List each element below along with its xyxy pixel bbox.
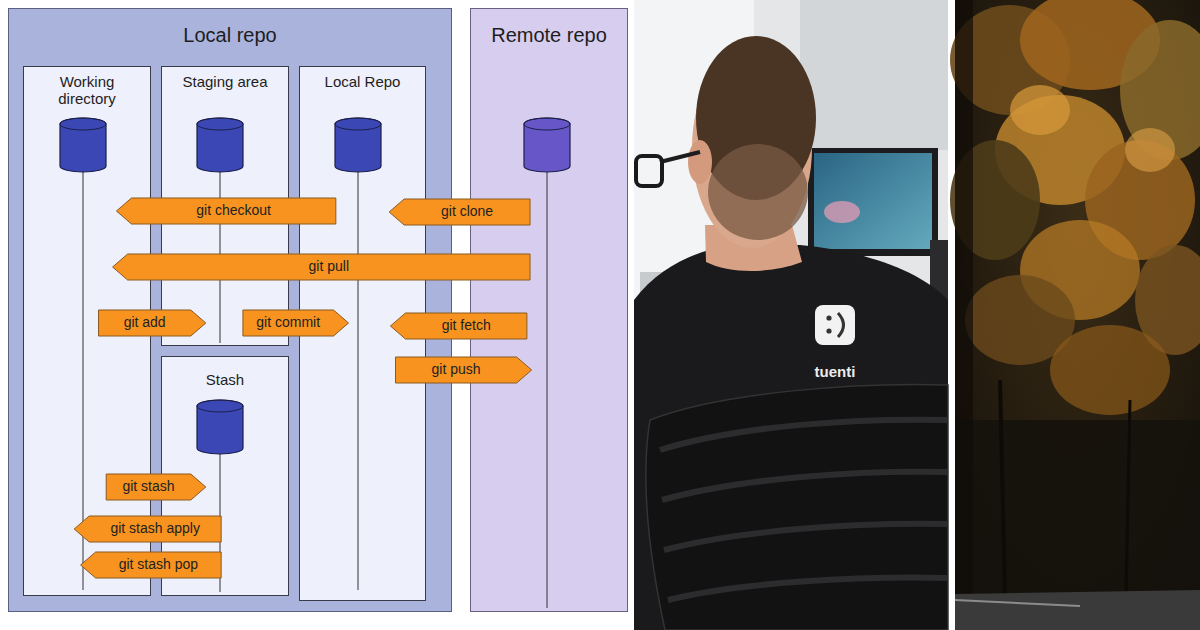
node-title: Local Repo — [305, 73, 420, 90]
second-monitor — [930, 240, 948, 350]
logo-smile — [838, 313, 844, 337]
road-edge — [955, 600, 1080, 606]
foliage — [950, 140, 1040, 260]
office-furniture — [640, 272, 700, 308]
head — [692, 48, 812, 248]
node-title: Stash — [175, 371, 275, 388]
chair-rib — [660, 420, 948, 450]
foliage — [950, 5, 1070, 115]
node-title: Working directory — [42, 73, 132, 108]
hair-fade — [708, 144, 808, 240]
node-title: Staging area — [180, 73, 270, 90]
foliage — [1120, 20, 1200, 160]
repo-group: Working directory Staging area Local RepoS… — [8, 8, 452, 612]
foliage — [965, 275, 1075, 365]
foliage — [1135, 245, 1200, 355]
logo-badge — [815, 305, 855, 345]
area-column: Stash — [161, 356, 289, 596]
foliage — [1050, 325, 1170, 415]
glasses-lens — [636, 156, 662, 186]
chair-rib — [664, 524, 948, 550]
node-title: Remote repo — [474, 24, 624, 47]
chair-rib — [668, 578, 948, 600]
node-title: Local repo — [120, 24, 340, 47]
forest-background — [955, 0, 1200, 630]
static-art — [60, 0, 1200, 630]
screen-flower — [824, 201, 860, 223]
logo-dot — [826, 315, 831, 320]
ear — [688, 140, 712, 184]
monitor-screen — [814, 153, 932, 249]
road — [955, 590, 1200, 630]
foliage — [1020, 220, 1140, 320]
tree-trunk — [1126, 400, 1130, 595]
monitor-frame — [808, 148, 938, 256]
forest-edge — [955, 0, 973, 630]
shirt-logo-text: tuenti — [790, 363, 880, 380]
foliage-highlight — [1125, 128, 1175, 172]
foliage — [1085, 140, 1195, 260]
area-column: Working directory — [23, 66, 151, 596]
foliage — [1020, 0, 1160, 90]
chair-back — [646, 384, 948, 630]
foliage — [995, 95, 1125, 205]
foliage-highlight — [1010, 85, 1070, 135]
office-window — [634, 0, 754, 300]
office-background — [634, 0, 948, 630]
office-wall — [800, 0, 948, 150]
area-column: Staging area — [161, 66, 289, 346]
neck — [705, 225, 802, 271]
hair — [696, 36, 816, 200]
forest-shadow — [955, 420, 1200, 595]
logo-dot — [826, 328, 831, 333]
repo-group: Remote repo — [470, 8, 628, 612]
black-shirt — [634, 245, 948, 630]
glasses-arm — [660, 152, 700, 162]
tree-trunk — [1000, 380, 1005, 595]
area-column: Local Repo — [299, 66, 426, 601]
chair-rib — [662, 472, 948, 500]
